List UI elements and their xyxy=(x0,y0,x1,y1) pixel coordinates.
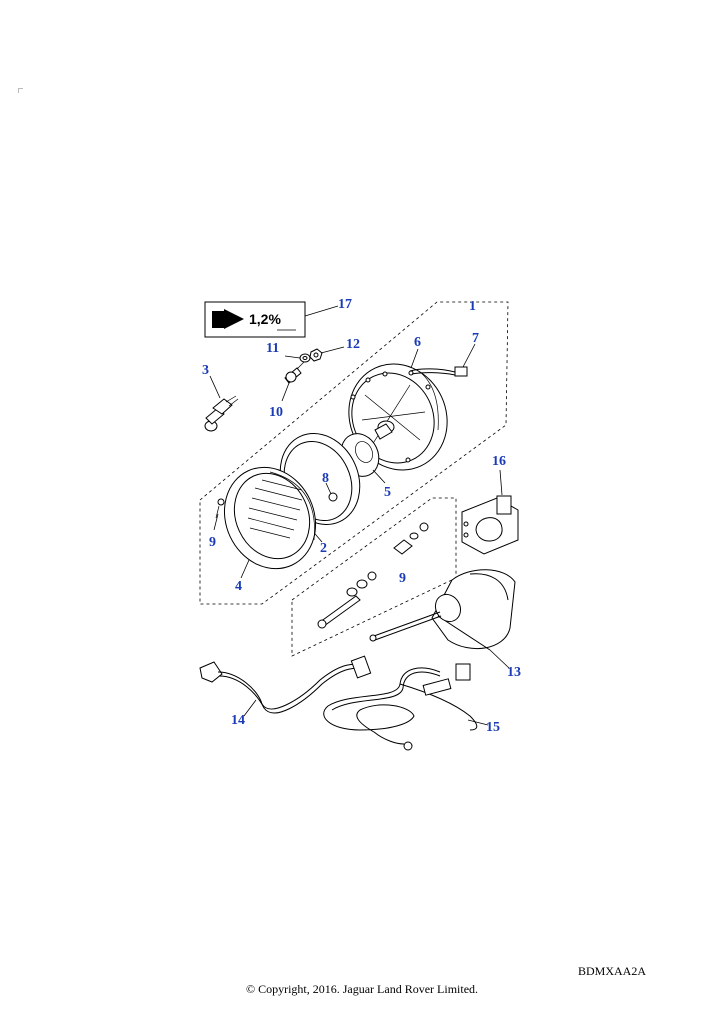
levelling-actuator xyxy=(369,569,516,651)
assembly-1-group-outline xyxy=(199,301,509,605)
callout-16: 16 xyxy=(492,454,506,469)
nut xyxy=(309,348,323,362)
callout-9-fixing-kit: 9 xyxy=(399,571,406,586)
callout-4: 4 xyxy=(235,579,242,594)
copyright-notice: © Copyright, 2016. Jaguar Land Rover Lim… xyxy=(245,982,479,996)
connector-lead xyxy=(409,366,468,377)
bezel-screw xyxy=(215,498,225,519)
fixing-kit-9-group-outline xyxy=(291,497,457,657)
callout-11: 11 xyxy=(266,341,279,356)
callout-14: 14 xyxy=(231,713,245,728)
wiring-harness-right xyxy=(323,663,478,751)
callout-6: 6 xyxy=(414,335,421,350)
aim-percentage-text: 1,2% xyxy=(249,311,281,327)
callout-7: 7 xyxy=(472,331,479,346)
illustration-reference-code: BDMXAA2A xyxy=(578,964,647,978)
callout-2: 2 xyxy=(320,541,327,556)
callout-13: 13 xyxy=(507,665,521,680)
callout-5: 5 xyxy=(384,485,391,500)
wiring-harness-left xyxy=(199,655,372,714)
callout-10: 10 xyxy=(269,405,283,420)
halogen-bulb xyxy=(204,395,239,432)
callout-12: 12 xyxy=(346,337,360,352)
callout-3: 3 xyxy=(202,363,209,378)
washer xyxy=(299,353,311,363)
callout-1: 1 xyxy=(469,299,476,314)
callout-8: 8 xyxy=(322,471,329,486)
crop-mark-top-left xyxy=(18,88,23,93)
levelling-switch xyxy=(461,495,519,555)
callout-15: 15 xyxy=(486,720,500,735)
adjuster-screw xyxy=(284,361,305,384)
callout-17: 17 xyxy=(338,297,352,312)
callout-9-bezel-screw: 9 xyxy=(209,535,216,550)
fixing-kit xyxy=(317,522,429,629)
headlamp-aim-label: 1,2% xyxy=(204,301,306,338)
front-bezel xyxy=(223,466,317,570)
